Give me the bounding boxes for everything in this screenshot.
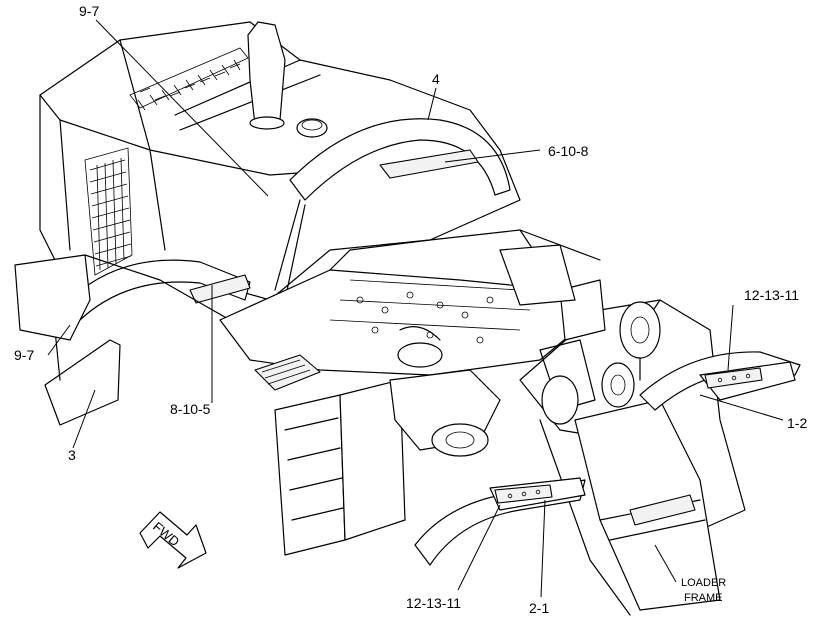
callouts: 9-7 4 6-10-8 12-13-11 9-7 1-2 8-10-5 3 1… [14, 3, 807, 616]
fender-left [44, 259, 251, 426]
callout-2-1: 2-1 [529, 600, 549, 616]
engine-hood [39, 21, 521, 301]
front-fender-left [414, 477, 586, 566]
callout-6-10-8: 6-10-8 [548, 143, 589, 159]
callout-8-10-5: 8-10-5 [170, 401, 211, 417]
callout-4: 4 [432, 71, 440, 87]
loader-frame-label-line2: FRAME [684, 592, 723, 604]
callout-1-2: 1-2 [787, 415, 807, 431]
front-fender-right [639, 351, 801, 411]
fwd-arrow-icon: FWD [139, 511, 207, 569]
loader-frame-label-line1: LOADER [681, 577, 726, 589]
loader-frame [499, 244, 746, 616]
callout-3: 3 [68, 447, 76, 463]
main-frame [14, 229, 601, 556]
callout-9-7-left: 9-7 [14, 347, 34, 363]
callout-9-7-top: 9-7 [79, 3, 99, 19]
leader-lines [47, 19, 784, 598]
callout-12-13-11-bottom: 12-13-11 [406, 595, 461, 611]
fender-rear-right [274, 118, 511, 301]
callout-12-13-11-right: 12-13-11 [744, 287, 799, 303]
